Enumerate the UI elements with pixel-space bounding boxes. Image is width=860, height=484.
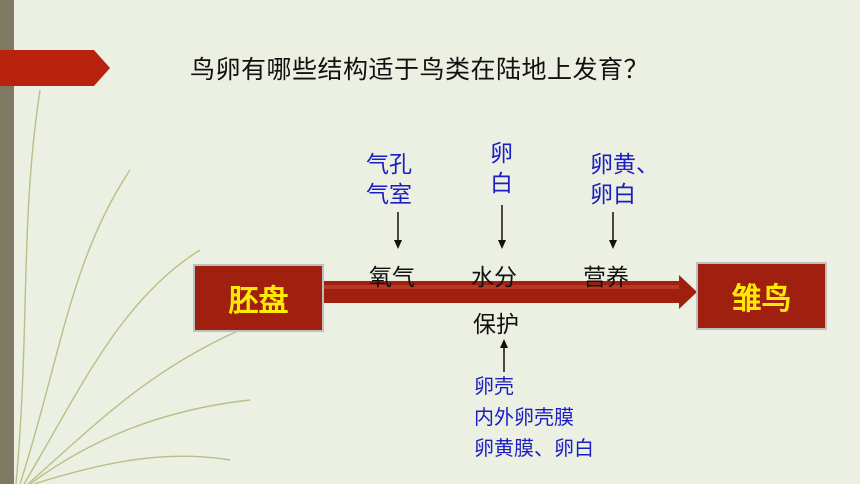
oxygen-source-arrow (394, 212, 402, 249)
page-title: 鸟卵有哪些结构适于鸟类在陆地上发育？ (190, 55, 650, 84)
protection-source-item: 卵黄膜、卵白 (474, 436, 594, 460)
protection-source-arrow (500, 339, 508, 372)
water-source-arrow (498, 205, 506, 249)
title-marker-arrow (0, 50, 110, 86)
water-label: 水分 (471, 265, 517, 291)
protection-source-item: 卵壳 (474, 374, 514, 398)
water-source-structures: 卵 白 (490, 141, 513, 197)
nutrition-source-structures: 卵黄、 卵白 (590, 152, 659, 208)
oxygen-source-structures: 气孔 气室 (366, 152, 412, 208)
main-flow-arrow (323, 275, 697, 309)
oxygen-label: 氧气 (369, 265, 415, 291)
nutrition-label: 营养 (583, 265, 629, 291)
protection-source-list: 卵壳 内外卵壳膜 卵黄膜、卵白 (474, 371, 594, 464)
protection-source-item: 内外卵壳膜 (474, 405, 574, 429)
protection-label: 保护 (473, 312, 519, 338)
chick-box: 雏鸟 (696, 262, 827, 330)
left-decorative-stripe (0, 0, 14, 484)
nutrition-source-arrow (609, 212, 617, 249)
embryo-disc-box: 胚盘 (193, 264, 324, 332)
